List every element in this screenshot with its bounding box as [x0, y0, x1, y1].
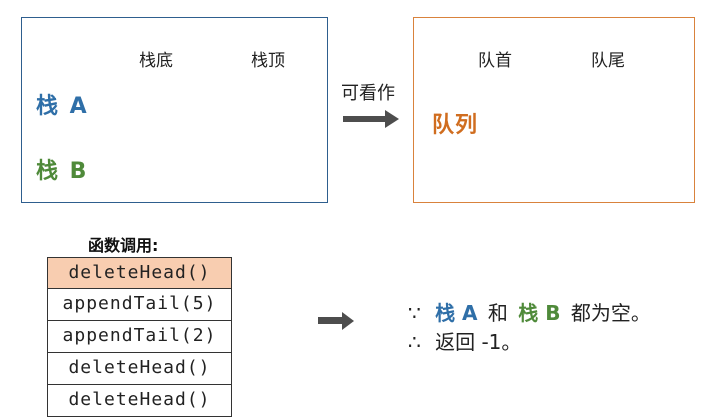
- queue-tail-label: 队尾: [591, 51, 625, 71]
- call-row: deleteHead(): [47, 353, 232, 385]
- call-row: appendTail(5): [47, 289, 232, 321]
- queue-panel: 队首 队尾 队列: [413, 17, 695, 203]
- right-arrow-icon: [318, 311, 356, 331]
- result-rest: 都为空。: [570, 301, 651, 325]
- stack-a-label: 栈 A: [36, 94, 89, 119]
- result-therefore-line: ∴ 返回 -1。: [408, 326, 521, 355]
- right-arrow-icon: [343, 109, 399, 129]
- because-symbol: ∵: [408, 301, 421, 325]
- arrow-label: 可看作: [341, 83, 395, 104]
- therefore-symbol: ∴: [408, 330, 421, 354]
- stack-b-label: 栈 B: [36, 159, 89, 184]
- call-row: deleteHead(): [47, 385, 232, 417]
- calls-table: deleteHead() appendTail(5) appendTail(2)…: [47, 257, 232, 417]
- call-row: appendTail(2): [47, 321, 232, 353]
- stack-panel: 栈底 栈顶 栈 A 栈 B: [21, 17, 328, 203]
- stack-top-label: 栈顶: [251, 51, 285, 71]
- result-returns: 返回 -1。: [435, 330, 522, 354]
- calls-title: 函数调用:: [88, 236, 159, 255]
- queue-label: 队列: [432, 113, 479, 138]
- result-and: 和: [487, 301, 508, 325]
- result-because-line: ∵ 栈 A 和 栈 B 都为空。: [408, 297, 651, 326]
- result-stack-b: 栈 B: [518, 301, 561, 325]
- call-row: deleteHead(): [47, 257, 232, 289]
- result-stack-a: 栈 A: [435, 301, 478, 325]
- queue-head-label: 队首: [478, 51, 512, 71]
- stack-bottom-label: 栈底: [139, 51, 173, 71]
